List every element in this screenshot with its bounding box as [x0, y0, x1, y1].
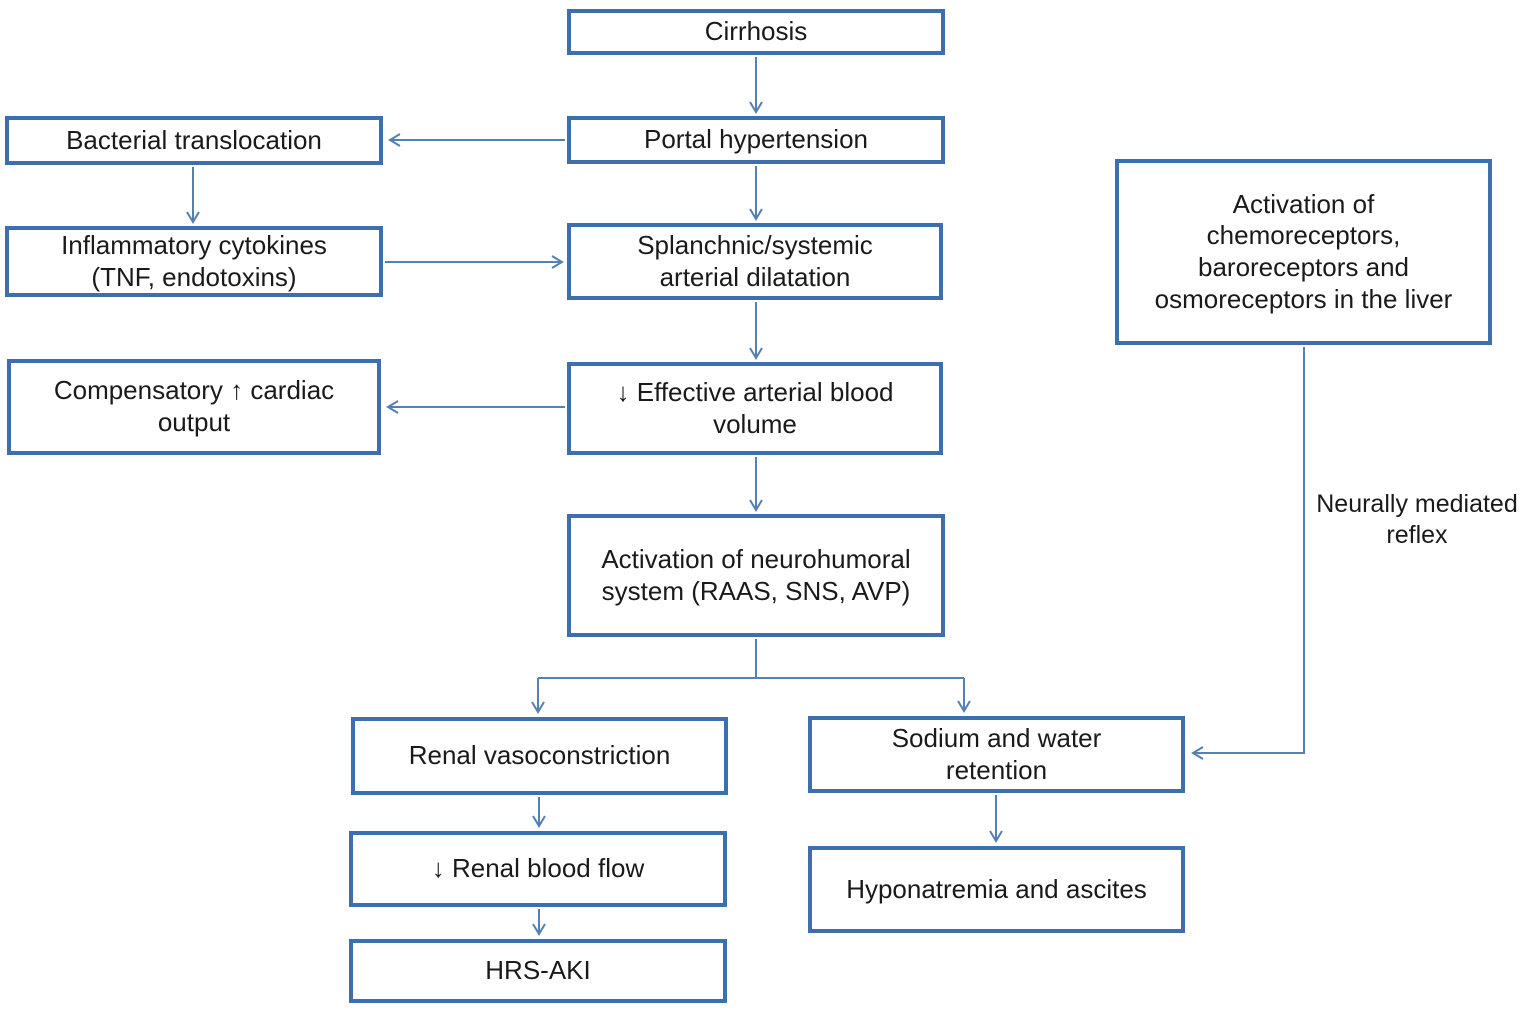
- edge-neurohumoral-branch-stem: [538, 639, 964, 679]
- edge-label-neurally-mediated-reflex: Neurally mediated reflex: [1316, 490, 1518, 549]
- node-bacterial-translocation: Bacterial translocation: [5, 116, 383, 165]
- node-splanchnic-dilatation: Splanchnic/systemic arterial dilatation: [567, 223, 943, 300]
- node-receptor-activation: Activation of chemoreceptors, barorecept…: [1115, 159, 1492, 345]
- node-portal-hypertension: Portal hypertension: [567, 116, 945, 164]
- node-renal-blood-flow: ↓ Renal blood flow: [349, 831, 727, 907]
- node-neurohumoral-activation: Activation of neurohumoral system (RAAS,…: [567, 514, 945, 637]
- node-hrs-aki: HRS-AKI: [349, 939, 727, 1003]
- node-inflammatory-cytokines: Inflammatory cytokines (TNF, endotoxins): [5, 226, 383, 297]
- edge-receptors-sodium: [1191, 347, 1305, 760]
- node-cirrhosis: Cirrhosis: [567, 9, 945, 55]
- node-effective-arterial-volume: ↓ Effective arterial blood volume: [567, 362, 943, 455]
- node-hyponatremia-ascites: Hyponatremia and ascites: [808, 846, 1185, 933]
- node-renal-vasoconstriction: Renal vasoconstriction: [351, 717, 728, 795]
- node-sodium-water-retention: Sodium and water retention: [808, 716, 1185, 793]
- node-compensatory-cardiac-output: Compensatory ↑ cardiac output: [7, 359, 381, 455]
